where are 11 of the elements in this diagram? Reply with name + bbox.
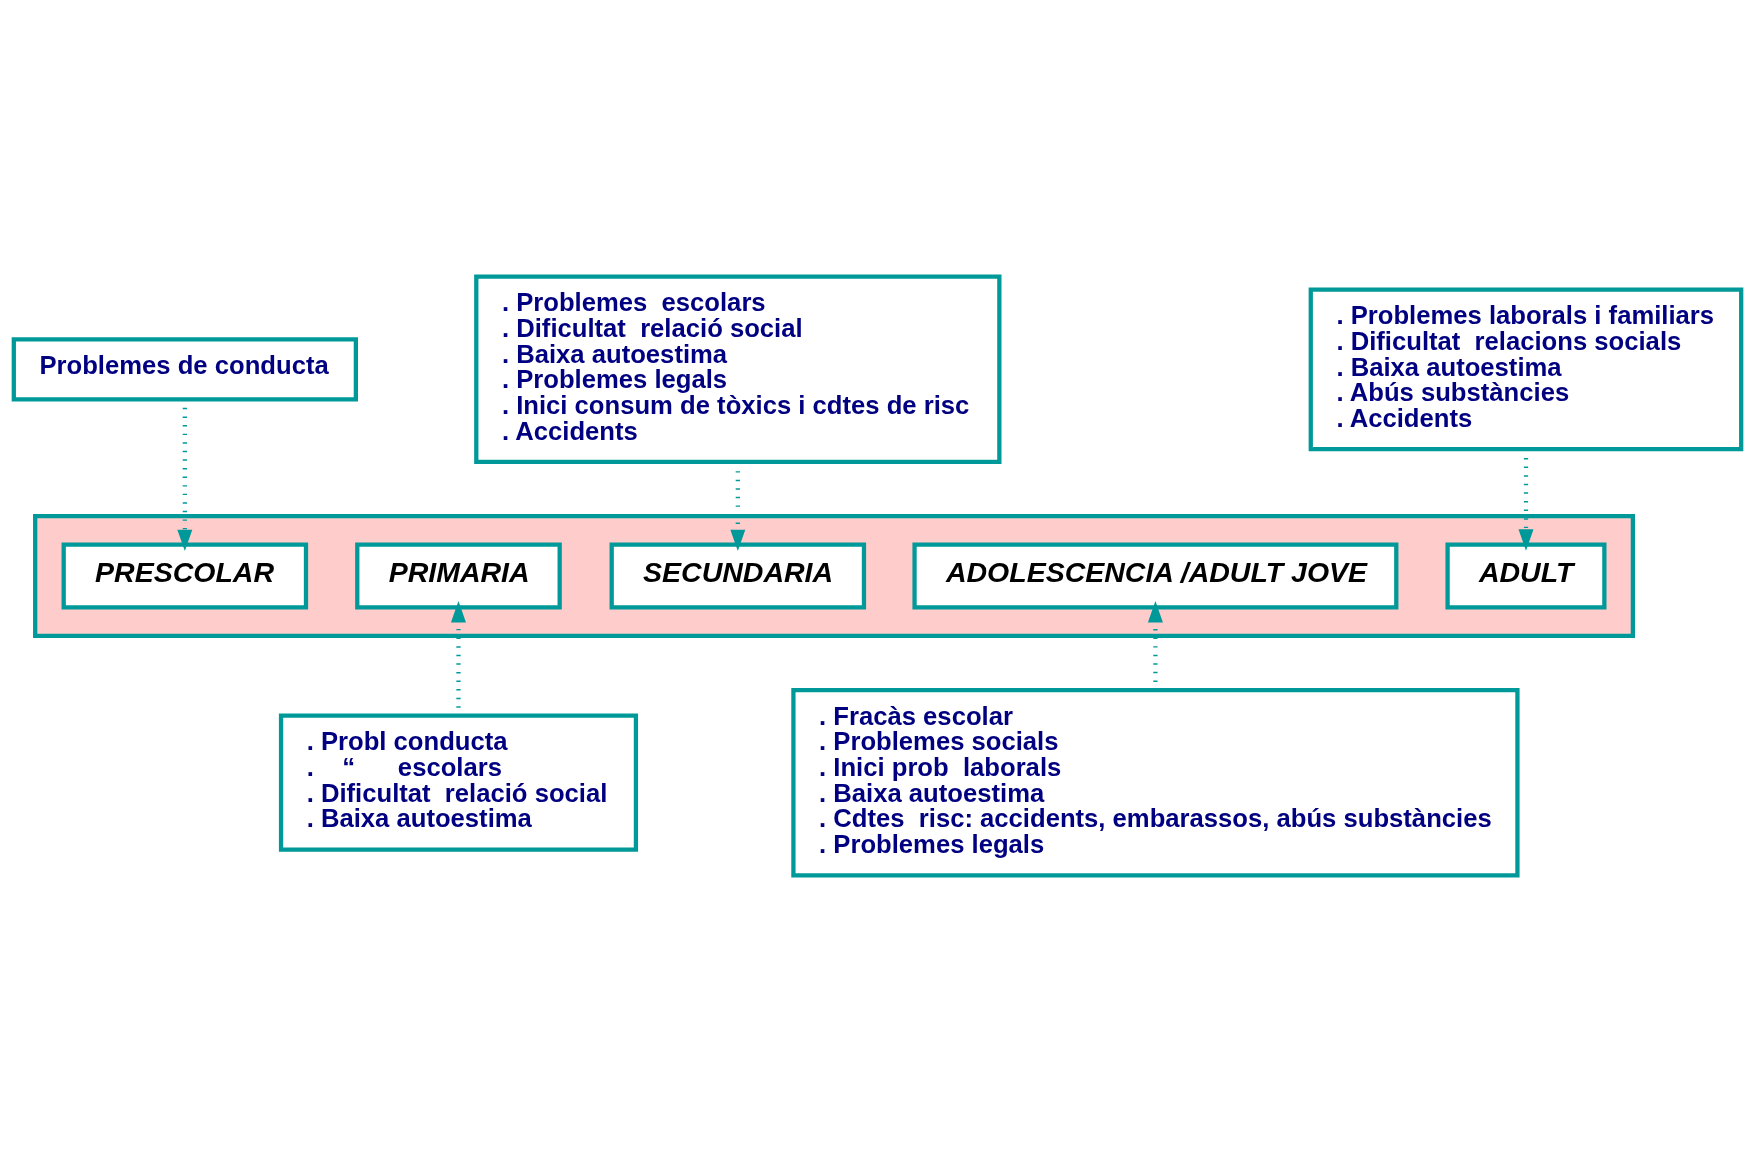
node-box: SECUNDARIA <box>609 542 867 610</box>
node-box: ADOLESCENCIA /ADULT JOVE <box>912 542 1399 610</box>
node-box: ADULT <box>1445 542 1607 610</box>
cluster <box>33 514 1635 638</box>
node-box: PRIMARIA <box>355 542 562 610</box>
node-box: . Problemes escolars . Dificultat relació social . Baixa autoestima . Problemes legals . Inici consum de tòxics i cdtes de risc . Accidents <box>474 274 1002 465</box>
node-box: . Problemes laborals i familiars . Dificultat relacions socials . Baixa autoestima . Abús substàncies . Accidents <box>1308 287 1744 452</box>
node-box: . Probl conducta . “ escolars . Dificultat relació social . Baixa autoestima <box>278 713 639 852</box>
node-box: PRESCOLAR <box>61 542 309 610</box>
node-box: . Fracàs escolar . Problemes socials . Inici prob laborals . Baixa autoestima . Cdtes risc: accidents, embarassos, abús substàncies . Problemes legals <box>791 687 1520 878</box>
node-box: Problemes de conducta <box>11 337 358 402</box>
